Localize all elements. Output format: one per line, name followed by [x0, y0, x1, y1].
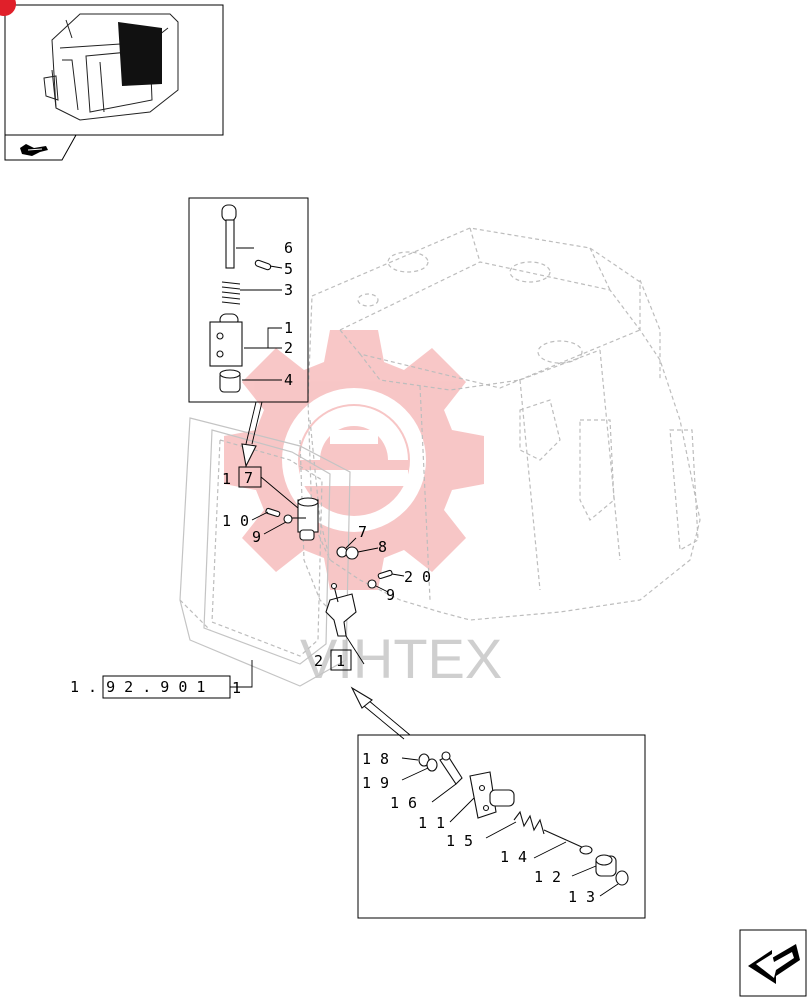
callout-14: 1 4 [500, 848, 527, 866]
cab-ghost-outline [299, 227, 701, 621]
callout-19: 1 9 [362, 774, 389, 792]
callout-13: 1 3 [568, 888, 595, 906]
callout-1: 1 [284, 319, 293, 337]
hinge-plate [209, 313, 243, 367]
callout-15: 1 5 [446, 832, 473, 850]
callout-17-prefix: 1 [222, 470, 231, 488]
callout-18: 1 8 [362, 750, 389, 768]
roll-pin [254, 259, 272, 271]
reference-box: 1 . 9 2 . 9 0 1 [70, 678, 205, 696]
inset-pointer-arrow [241, 401, 263, 468]
next-page-arrow-icon [748, 944, 800, 984]
callout-8: 8 [378, 538, 387, 556]
callout-11: 1 1 [418, 814, 445, 832]
callout-21-prefix: 2 [314, 652, 323, 670]
callout-9a: 9 [252, 528, 261, 546]
callout-16: 1 6 [390, 794, 417, 812]
callout-21-boxed: 1 [336, 652, 345, 670]
reference-callout: 1 . 9 2 . 9 0 1 1 [70, 660, 253, 699]
callout-10: 1 0 [222, 512, 249, 530]
callout-6: 6 [284, 239, 293, 257]
next-page-button[interactable] [739, 929, 807, 997]
callout-3: 3 [284, 281, 293, 299]
callout-17-boxed: 7 [244, 469, 253, 487]
spring [221, 281, 241, 305]
callout-12: 1 2 [534, 868, 561, 886]
hinge-pin [221, 204, 237, 269]
hand-pointer-icon[interactable] [20, 144, 48, 156]
thumbnail-panel[interactable] [4, 4, 224, 161]
callout-4: 4 [284, 371, 293, 389]
callout-21-box [330, 649, 352, 671]
callout-7: 7 [358, 523, 367, 541]
inset-hinge-assembly: 6 5 3 1 2 4 [188, 197, 309, 403]
callout-2: 2 [284, 339, 293, 357]
callout-5: 5 [284, 260, 293, 278]
watermark-text: VIHTEX [300, 627, 502, 690]
door-ghost-outline [179, 417, 351, 687]
watermark-logo [224, 330, 484, 590]
reference-suffix: 1 [232, 679, 241, 697]
bushing [219, 369, 241, 393]
callout-20: 2 0 [404, 568, 431, 586]
corner-badge [0, 0, 16, 16]
lower-inset-pointer [350, 686, 411, 740]
hinge-parts-main: 1 7 1 0 9 7 8 2 0 9 [222, 466, 431, 671]
inset-latch-assembly: 1 8 1 9 1 6 1 1 1 5 1 4 1 2 1 3 [357, 734, 646, 919]
callout-9b: 9 [386, 586, 395, 604]
highlighted-door-panel [118, 22, 162, 86]
